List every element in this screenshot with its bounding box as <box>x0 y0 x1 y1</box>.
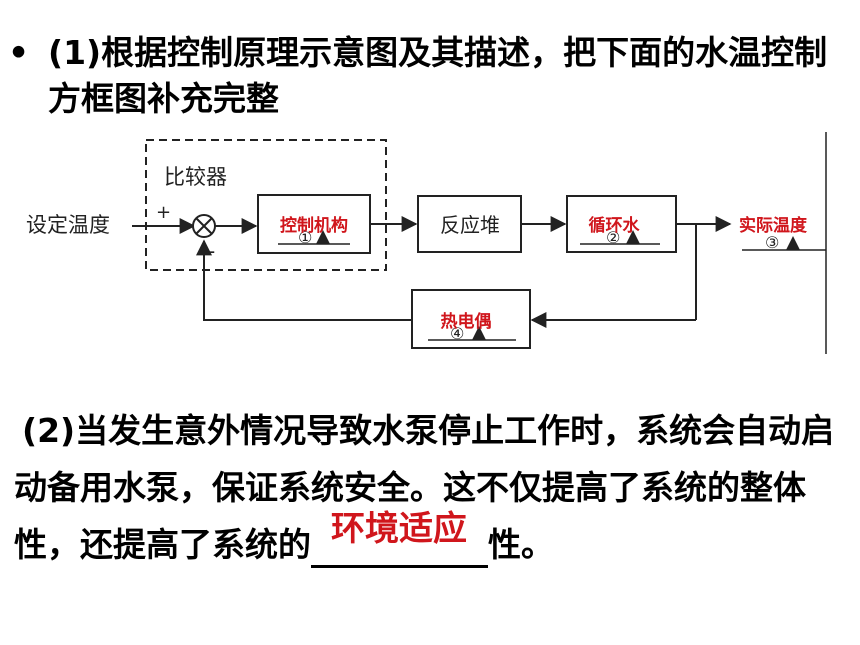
controller-number: ① <box>298 228 312 247</box>
minus-sign: - <box>208 239 215 263</box>
controller-marker-icon <box>316 230 330 244</box>
question-2-text: (2)当发生意外情况导致水泵停止工作时，系统会自动启动备用水泵，保证系统安全。这… <box>14 411 835 564</box>
output-answer: 实际温度 <box>739 215 808 236</box>
answer-text: 环境适应 <box>331 509 467 549</box>
water-marker-icon <box>626 230 640 244</box>
sensor-number: ④ <box>450 324 464 343</box>
comparator-label: 比较器 <box>164 165 227 189</box>
plus-sign: + <box>156 202 171 223</box>
feedback-return-line <box>196 239 412 321</box>
sensor-marker-icon <box>472 326 486 340</box>
water-number: ② <box>606 228 620 247</box>
controller-answer: 控制机构 <box>280 215 348 236</box>
summing-junction <box>192 214 216 238</box>
answer-blank: 环境适应性环境适应 <box>311 509 488 568</box>
question-1-text: (1)根据控制原理示意图及其描述，把下面的水温控制方框图补充完整 <box>48 33 828 118</box>
question-2: (2)当发生意外情况导致水泵停止工作时，系统会自动启动备用水泵，保证系统安全。这… <box>14 402 854 573</box>
question-2-ending: 性。 <box>488 525 554 564</box>
water-block <box>566 195 677 253</box>
output-marker-icon <box>786 236 800 250</box>
question-1: • (1)根据控制原理示意图及其描述，把下面的水温控制方框图补充完整 <box>8 30 848 122</box>
reactor-label: 反应堆 <box>440 213 500 237</box>
water-answer: 循环水 <box>589 215 641 236</box>
sensor-block <box>411 289 531 349</box>
bullet: • <box>8 33 30 72</box>
control-block-diagram: 比较器 设定温度 + - ① 控制机构 反应堆 ② 循环水 ③ 实际温度 ④ 热… <box>26 132 827 354</box>
input-label: 设定温度 <box>26 213 110 237</box>
sensor-answer: 热电偶 <box>441 311 492 332</box>
comparator-frame <box>145 139 387 271</box>
output-number: ③ <box>765 233 779 252</box>
